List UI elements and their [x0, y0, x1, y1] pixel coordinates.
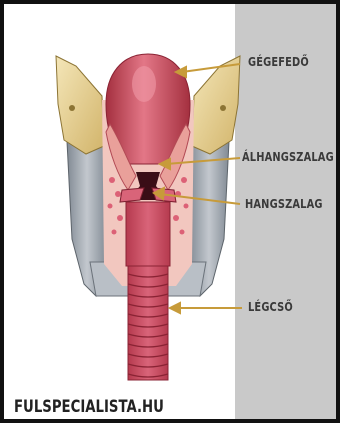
left-cartilage-horn [56, 56, 104, 154]
right-cartilage-horn [192, 56, 240, 154]
label-epiglottis: GÉGEFEDŐ [248, 55, 309, 69]
label-trachea: LÉGCSŐ [248, 300, 293, 314]
site-watermark: FULSPECIALISTA.HU [14, 397, 164, 417]
left-vocal-cord [120, 188, 144, 202]
subglottic-tube [126, 202, 170, 266]
label-false-vocal-cord: ÁLHANGSZALAG [242, 150, 334, 164]
trachea-tube [128, 266, 168, 380]
label-vocal-cord: HANGSZALAG [245, 197, 323, 211]
trachea-arrow-head [170, 303, 180, 313]
